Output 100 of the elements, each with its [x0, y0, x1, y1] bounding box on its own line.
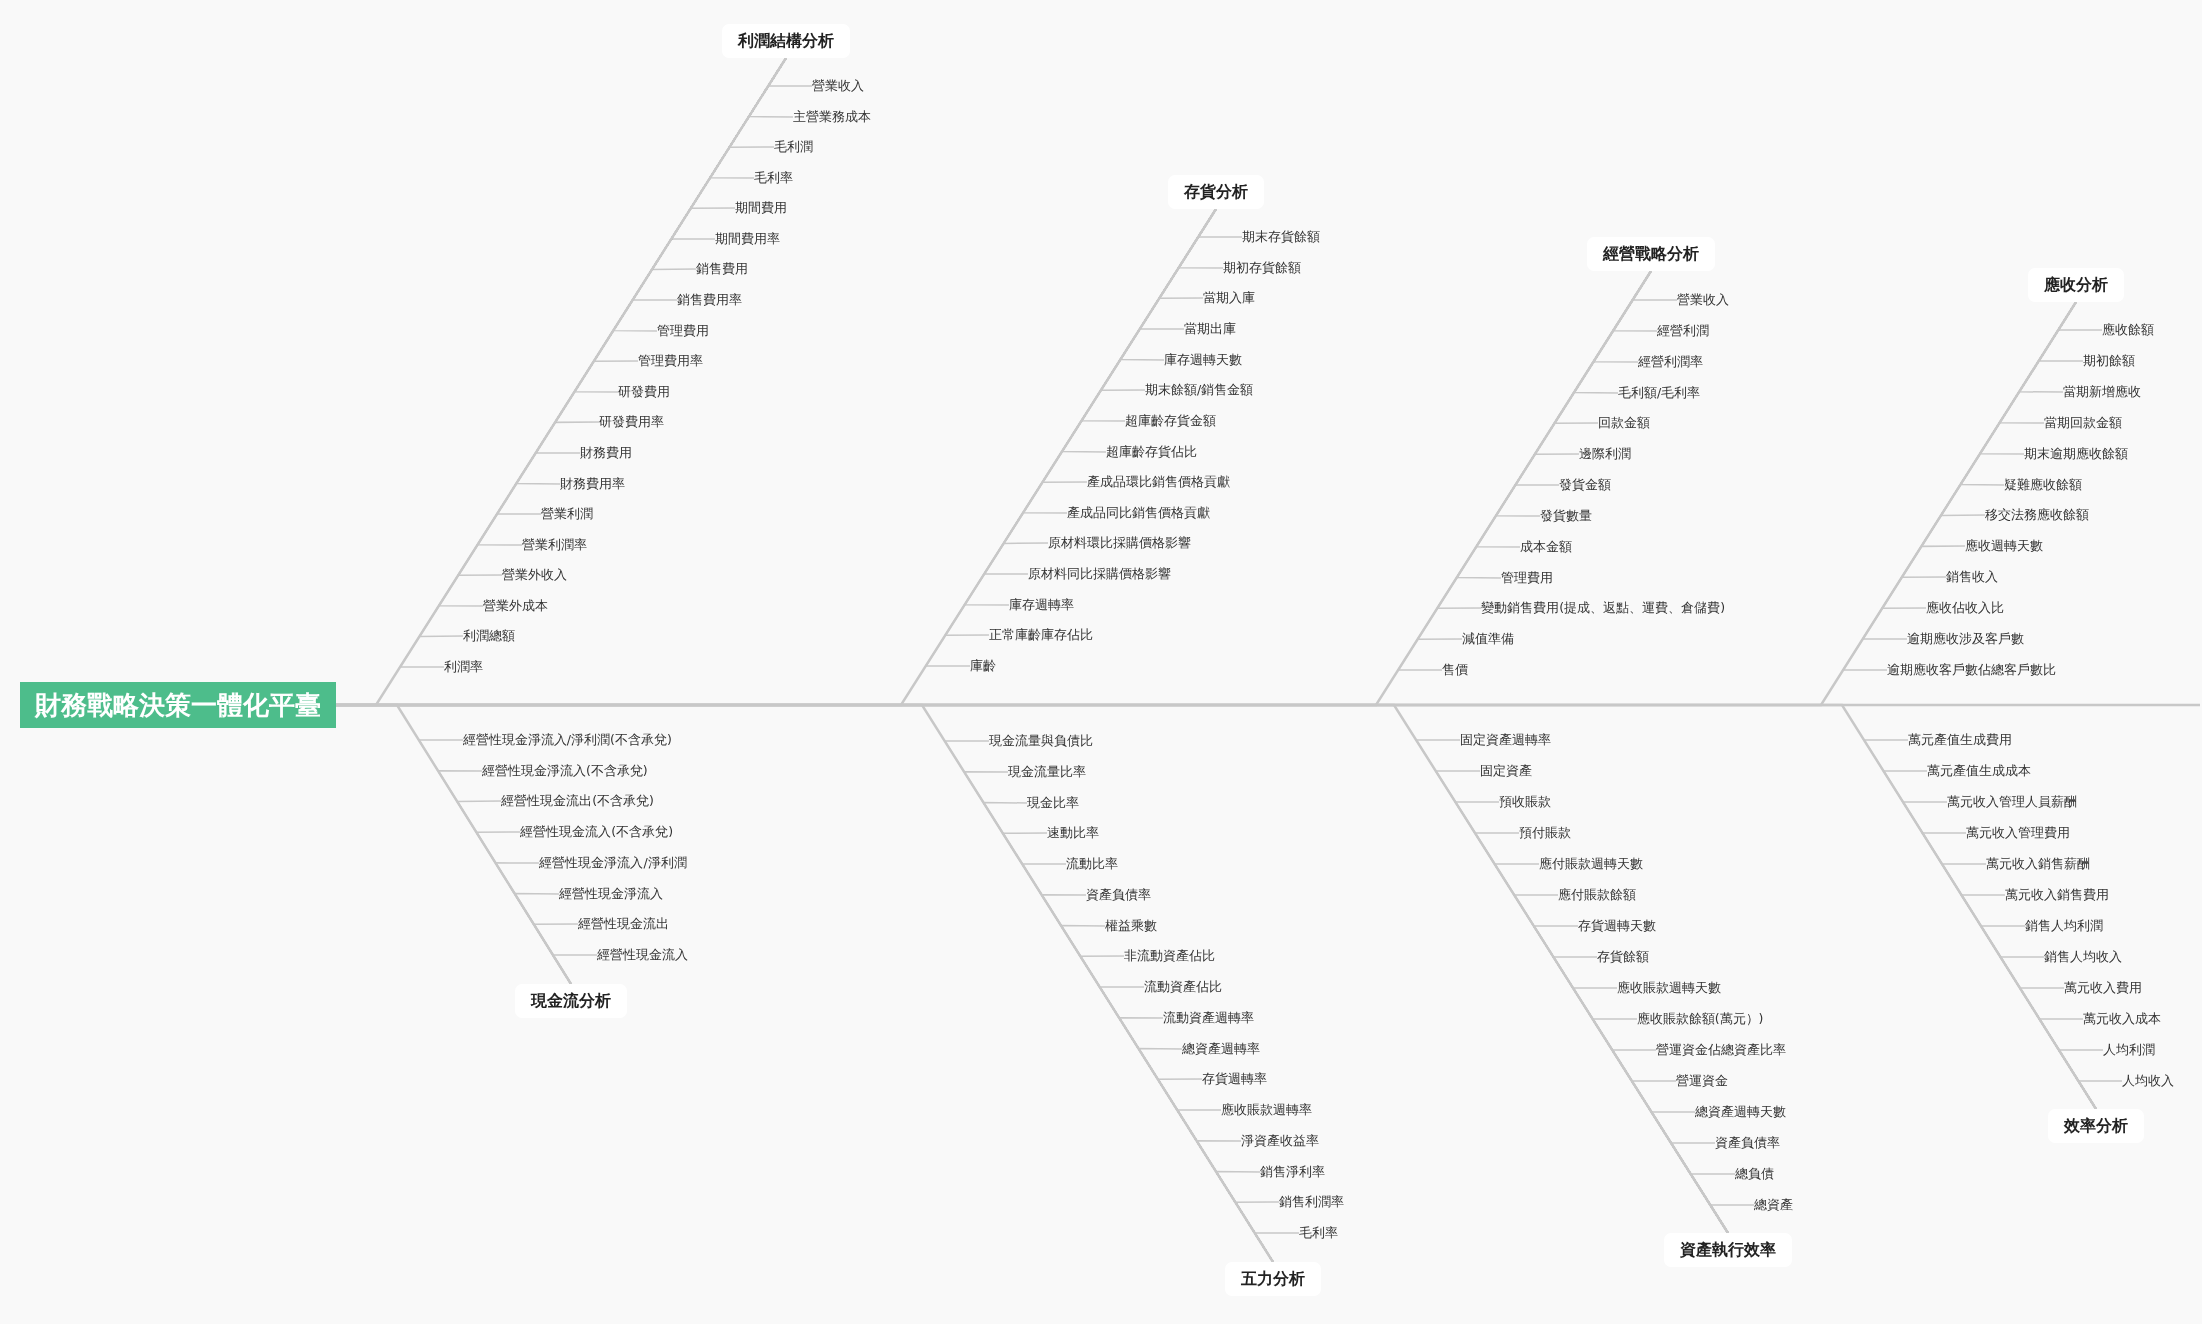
cause-label: 營業利潤率	[521, 535, 587, 554]
cause-label: 銷售利潤率	[1279, 1193, 1345, 1212]
cause-label: 當期出庫	[1183, 319, 1236, 338]
cause-label: 超庫齡存貨佔比	[1106, 442, 1197, 461]
category-box: 存貨分析	[1168, 175, 1264, 209]
category-box: 經營戰略分析	[1587, 237, 1715, 271]
cause-label: 萬元產值生成費用	[1908, 731, 2012, 749]
cause-label: 發貨數量	[1539, 506, 1592, 525]
head-box: 財務戰略決策一體化平臺	[20, 682, 336, 728]
cause-label: 經營性現金流入	[596, 946, 688, 964]
cause-label: 邊際利潤	[1578, 445, 1631, 464]
cause-label: 經營性現金淨流入/淨利潤(不含承兌)	[462, 731, 672, 749]
cause-label: 庫存週轉天數	[1164, 350, 1243, 369]
cause-label: 總資產週轉率	[1182, 1039, 1261, 1058]
cause-label: 營業收入	[812, 77, 865, 95]
cause-label: 銷售人均利潤	[2024, 917, 2103, 935]
cause-label: 逾期應收涉及客戶數	[1906, 630, 2024, 649]
cause-label: 萬元收入管理人員薪酬	[1947, 793, 2077, 811]
cause-label: 經營利潤率	[1637, 352, 1703, 371]
cause-label: 正常庫齡庫存佔比	[989, 626, 1094, 645]
connector-line	[1253, 1232, 1300, 1263]
connector-line	[551, 954, 598, 985]
cause-label: 存貨週轉率	[1201, 1070, 1267, 1089]
cause-label: 速動比率	[1046, 824, 1099, 843]
cause-label: 當期回款金額	[2043, 413, 2122, 432]
cause-label: 研發費用率	[599, 413, 665, 432]
cause-label: 銷售人均收入	[2044, 948, 2123, 966]
cause-label: 應收賬款餘額(萬元）)	[1636, 1010, 1764, 1028]
cause-label: 應付賬款餘額	[1558, 886, 1637, 904]
cause-label: 發貨金額	[1559, 476, 1612, 494]
cause-label: 減值準備	[1461, 630, 1514, 649]
cause-label: 經營性現金淨流入/淨利潤	[539, 853, 687, 872]
cause-label: 萬元收入費用	[2063, 979, 2142, 997]
cause-label: 應收週轉天數	[1965, 537, 2044, 556]
cause-label: 應收餘額	[2102, 321, 2155, 339]
cause-label: 流動比率	[1066, 855, 1119, 873]
category-box: 效率分析	[2048, 1109, 2144, 1143]
cause-label: 銷售收入	[1945, 568, 1998, 587]
cause-label: 流動資產佔比	[1143, 978, 1222, 996]
cause-label: 應付賬款週轉天數	[1538, 855, 1643, 873]
cause-label: 銷售淨利率	[1259, 1162, 1325, 1181]
cause-label: 現金流量與負債比	[988, 732, 1093, 750]
cause-label: 應收賬款週轉天數	[1617, 979, 1721, 997]
cause-label: 銷售費用率	[676, 291, 742, 310]
cause-label: 銷售費用	[696, 260, 748, 279]
cause-label: 回款金額	[1598, 414, 1651, 433]
category-box: 應收分析	[2028, 268, 2124, 302]
cause-label: 經營性現金淨流入	[558, 884, 663, 903]
category-box: 現金流分析	[515, 984, 627, 1018]
cause-label: 總資產週轉天數	[1695, 1103, 1787, 1121]
cause-label: 現金流量比率	[1008, 762, 1087, 781]
cause-label: 營業外收入	[502, 566, 568, 585]
cause-label: 毛利率	[754, 168, 794, 187]
category-box: 五力分析	[1225, 1262, 1321, 1296]
cause-label: 產成品環比銷售價格貢獻	[1086, 473, 1230, 492]
cause-label: 期末存貨餘額	[1242, 228, 1321, 246]
cause-label: 期末餘額/銷售金額	[1144, 381, 1254, 400]
cause-label: 萬元收入銷售薪酬	[1985, 855, 2090, 873]
cause-label: 毛利率	[1298, 1224, 1338, 1242]
category-box: 利潤結構分析	[722, 24, 850, 58]
cause-label: 淨資產收益率	[1240, 1131, 1319, 1150]
cause-label: 經營性現金流出	[577, 915, 669, 934]
cause-label: 毛利額/毛利率	[1618, 383, 1701, 402]
cause-label: 萬元產值生成成本	[1927, 762, 2032, 780]
cause-label: 超庫齡存貨金額	[1125, 411, 1217, 430]
cause-label: 非流動資產佔比	[1124, 947, 1216, 966]
cause-label: 營業外成本	[482, 596, 548, 615]
cause-label: 資產負債率	[1715, 1134, 1781, 1152]
cause-label: 營運資金佔總資產比率	[1656, 1041, 1787, 1059]
cause-label: 經營性現金流入(不含承兌)	[520, 823, 674, 842]
cause-label: 萬元收入銷售費用	[2005, 886, 2110, 904]
cause-label: 研發費用	[618, 382, 671, 401]
cause-label: 當期新增應收	[2063, 382, 2142, 401]
cause-label: 利潤率	[444, 658, 484, 676]
cause-label: 移交法務應收餘額	[1984, 506, 2089, 525]
cause-label: 預付賬款	[1518, 824, 1571, 842]
cause-label: 營業利潤	[540, 505, 593, 524]
cause-label: 逾期應收客戶數佔總客戶數比	[1887, 661, 2057, 679]
cause-label: 當期入庫	[1203, 289, 1256, 308]
cause-label: 原材料同比採購價格影響	[1028, 565, 1172, 584]
cause-label: 存貨週轉天數	[1577, 917, 1656, 935]
cause-label: 期初餘額	[2082, 351, 2135, 370]
cause-label: 權益乘數	[1104, 916, 1157, 935]
cause-label: 經營性現金流出(不含承兌)	[501, 792, 654, 811]
cause-label: 變動銷售費用(提成、返點、運費、倉儲費)	[1481, 599, 1725, 618]
cause-label: 固定資產週轉率	[1460, 731, 1552, 749]
cause-label: 應收賬款週轉率	[1221, 1101, 1313, 1119]
cause-label: 產成品同比銷售價格貢獻	[1067, 503, 1211, 522]
cause-label: 流動資產週轉率	[1163, 1008, 1255, 1027]
cause-label: 期末逾期應收餘額	[2024, 444, 2129, 463]
category-box: 資產執行效率	[1664, 1233, 1792, 1267]
cause-label: 主營業務成本	[792, 107, 871, 126]
cause-label: 原材料環比採購價格影響	[1047, 534, 1191, 553]
cause-label: 財務費用率	[560, 474, 626, 493]
cause-label: 預收賬款	[1499, 793, 1552, 811]
cause-label: 庫齡	[969, 657, 996, 675]
cause-label: 總資產	[1754, 1196, 1794, 1214]
cause-label: 資產負債率	[1085, 885, 1151, 904]
cause-label: 庫存週轉率	[1008, 595, 1074, 614]
cause-label: 售價	[1442, 661, 1469, 679]
